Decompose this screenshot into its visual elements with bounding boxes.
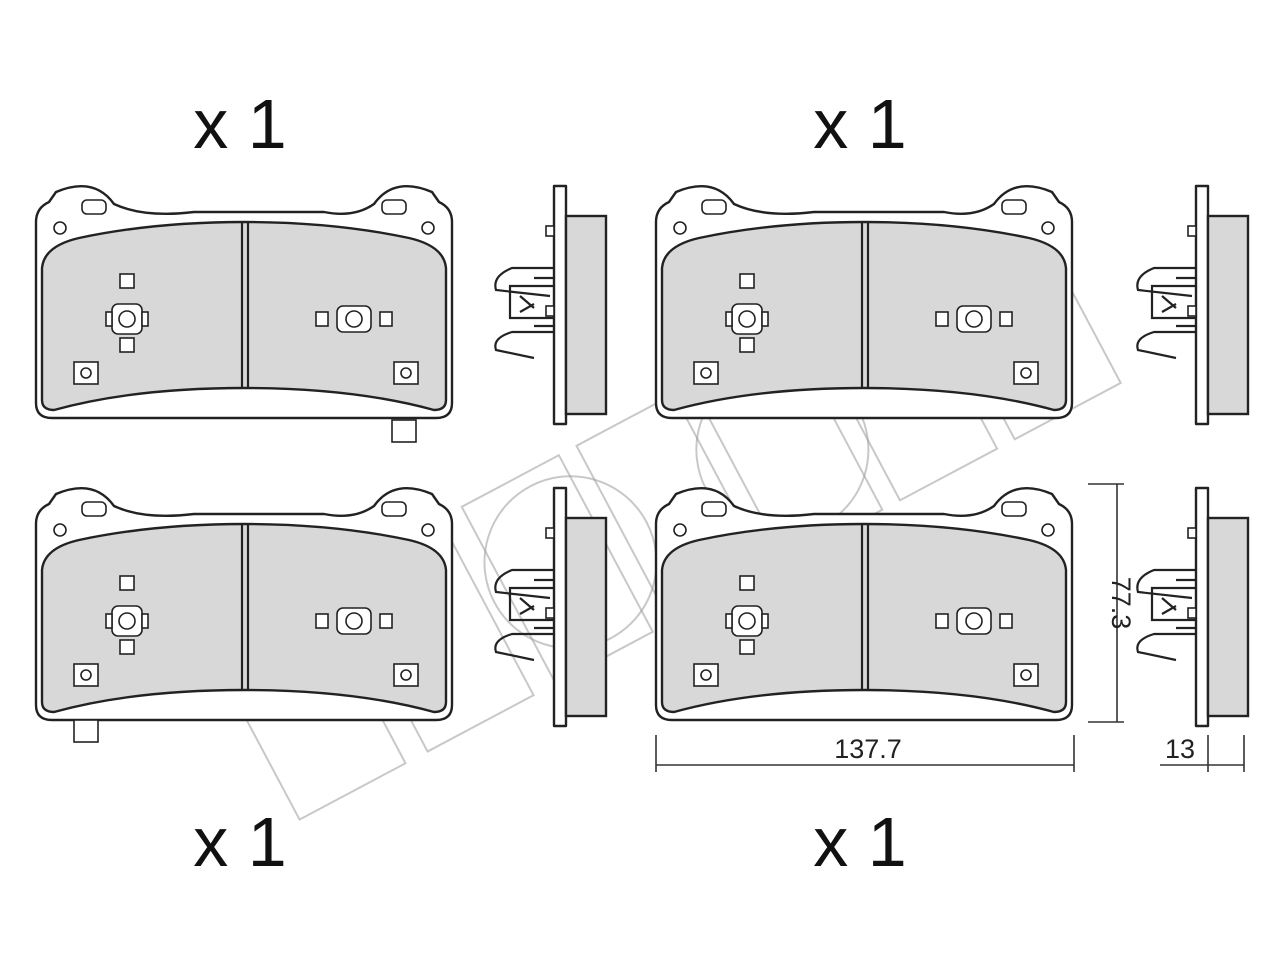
width-value: 137.7 xyxy=(834,734,902,764)
pad-front-bottom-right xyxy=(654,486,1074,722)
wear-sensor-tab xyxy=(391,419,417,443)
pad-side-bottom-left xyxy=(494,486,608,728)
quantity-label-top-left: x 1 xyxy=(193,85,286,163)
thickness-dimension: 13 xyxy=(1160,734,1245,772)
height-dimension: 77.3 xyxy=(1088,483,1136,723)
pad-front-bottom-left xyxy=(34,486,454,722)
width-dimension: 137.7 xyxy=(655,734,1075,772)
pad-front-top-right xyxy=(654,184,1074,420)
wear-sensor-tab xyxy=(73,719,99,743)
pad-side-bottom-right xyxy=(1136,486,1250,728)
quantity-label-top-right: x 1 xyxy=(813,85,906,163)
thickness-value: 13 xyxy=(1165,734,1195,764)
height-value: 77.3 xyxy=(1106,577,1136,630)
pad-front-top-left xyxy=(34,184,454,420)
pad-side-top-left xyxy=(494,184,608,426)
pad-side-top-right xyxy=(1136,184,1250,426)
quantity-label-bottom-right: x 1 xyxy=(813,803,906,881)
quantity-label-bottom-left: x 1 xyxy=(193,803,286,881)
